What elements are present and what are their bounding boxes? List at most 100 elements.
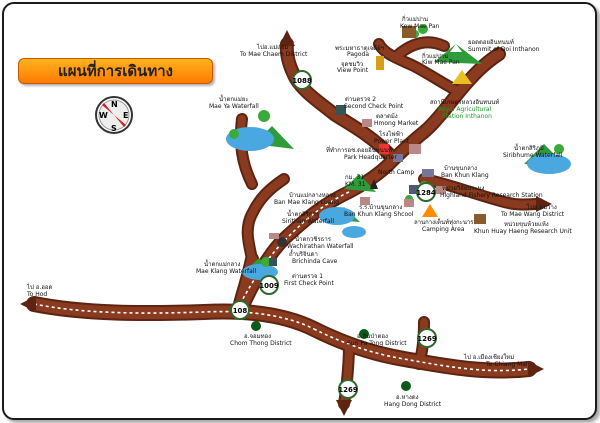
label-km31-th: กม. 31	[345, 174, 364, 181]
label-park-hq-th: ที่ทำการอช.ดอยอินทนนท์	[326, 146, 392, 154]
house-icon	[336, 105, 346, 115]
house-icon	[393, 154, 403, 162]
compass-w: W	[99, 111, 108, 120]
label-view-point-en: View Point	[337, 67, 369, 74]
house-icon	[474, 214, 486, 224]
label-view-point-th: จุดชมวิว	[341, 61, 363, 68]
label-pagoda-en: Pagoda	[347, 51, 369, 58]
sirithan-waterfall-icon	[319, 207, 355, 225]
waterfalls	[226, 127, 571, 280]
house-icon	[422, 169, 434, 177]
label-hae-heang-th: หน่วยขุนห้วยแห้ง	[504, 221, 549, 228]
compass-e: E	[123, 111, 128, 120]
label-km31-en: KM. 31	[345, 181, 366, 188]
tree-icon	[229, 129, 239, 139]
house-icon	[409, 144, 421, 154]
label-checkpoint1-en: First Check Point	[284, 280, 334, 287]
label-to-mae-wang-en: To Mae Wang District	[500, 211, 565, 218]
district-sun-pa-tong-icon	[359, 329, 369, 339]
label-camping-th: ลานกางเต็นท์ทุ่งกะนาร	[414, 217, 474, 226]
label-wachirathan-en: Wachirathan Waterfall	[287, 243, 354, 250]
label-checkpoint2-en: Second Check Point	[344, 103, 404, 110]
direction-arrows	[20, 30, 552, 416]
label-ban-khun-klang-en: Ban Khun Klang	[441, 172, 489, 179]
label-hmong-market-en: Hmong Market	[374, 120, 419, 127]
district-dots	[251, 321, 411, 391]
compass: N S E W	[95, 96, 133, 134]
compass-s: S	[111, 124, 117, 133]
road-badge-1088: 1088	[292, 70, 312, 90]
label-power-plant-en: Power Plant	[374, 138, 410, 145]
svg-text:1088: 1088	[292, 77, 312, 85]
label-brichinda-en: Brichinda Cave	[292, 258, 338, 265]
road-badge-108: 108	[230, 300, 250, 320]
road-badge-1284: 1284	[416, 182, 436, 202]
label-mae-klang-en: Mae Klang Waterfall	[196, 268, 256, 275]
sirphum-waterfall-icon	[527, 154, 571, 174]
compass-n: N	[111, 100, 118, 109]
district-hang-dong-icon	[401, 381, 411, 391]
wachirathan-waterfall-icon	[342, 226, 366, 238]
label-ban-khun-klang-th: บ้านขุนกลาง	[444, 165, 477, 172]
label-hmong-market-th: ตลาดม้ง	[376, 113, 398, 120]
label-to-chiang-mai-en: To Chiang Mai	[485, 361, 528, 368]
label-summit-en: Summit of Doi Inthanon	[468, 46, 540, 53]
label-mae-ya-th: น้ำตกแม่ยะ	[219, 93, 249, 103]
buildings	[269, 26, 486, 266]
label-checkpoint1-th: ด่านตรวจ 1	[292, 273, 323, 280]
label-summit-th: ยอดดอยอินทนนท์	[468, 38, 514, 46]
label-park-hq-en: Park Headquarter	[344, 154, 397, 161]
svg-text:1269: 1269	[417, 335, 437, 343]
label-wachirathan-th: น้ำตกวชิรธาร	[295, 233, 332, 243]
map-labels: ไปอ.แม่แจ่ม To Mae Chaem District กิ่วแม…	[26, 15, 572, 408]
label-royal-station-th: สถานีเกษตรหลวงอินทนนท์	[430, 98, 499, 106]
label-sun-pa-tong-en: Sun Pa Tong District	[347, 340, 407, 347]
summit-mountain-icon	[434, 44, 482, 64]
label-north-camp: North Camp	[378, 169, 414, 176]
mountain-icon	[344, 174, 376, 192]
house-icon	[362, 119, 372, 127]
road-badges: 1088 1284 1009 108 1269 1269	[230, 70, 437, 399]
label-school-en: Ban Khun Klang Shcool	[344, 211, 414, 218]
label-mae-chaem-en: To Mae Chaem District	[239, 51, 308, 58]
label-sirithan-th: น้ำตกสิริธาร	[287, 208, 320, 218]
label-to-hod-th: ไป อ.ฮอด	[26, 283, 53, 291]
tree-icon	[418, 24, 428, 34]
map-title-badge: แผนที่การเดินทาง	[18, 58, 213, 84]
cave-icon	[277, 237, 287, 247]
royal-project-icon	[452, 70, 472, 84]
label-ban-mae-klang-luang-th: บ้านแม่กลางหลวง	[289, 192, 336, 199]
label-to-chiang-mai-th: ไป อ.เมืองเชียงใหม่	[463, 353, 514, 361]
svg-text:1269: 1269	[338, 386, 358, 394]
label-pagoda-th: พระมหาธาตุเจดีย์ฯ	[335, 44, 384, 52]
house-icon	[269, 233, 279, 239]
route-map: N S E W 1088 1284 1009 108 1269 1269 ไปอ…	[20, 15, 572, 416]
house-icon	[404, 199, 414, 207]
label-fishery-th: หน่วยวิจัยประมง	[442, 185, 485, 192]
tree-icon	[554, 144, 564, 154]
label-royal-station-en2: Station Inthanon	[442, 113, 492, 120]
label-mae-chaem-th: ไปอ.แม่แจ่ม	[256, 43, 289, 51]
svg-text:1284: 1284	[416, 189, 436, 197]
label-power-plant-th: โรงไฟฟ้า	[379, 130, 403, 138]
label-hang-dong-th: อ.หางดง	[396, 394, 419, 401]
label-mae-ya-en: Mae Ya Waterfall	[209, 103, 259, 110]
label-kiw-mae-pan-en: Kiw Mae Pan	[422, 59, 460, 66]
house-icon	[402, 26, 416, 38]
label-kew-mae-pan-en: Kew Mae Pan	[400, 23, 440, 30]
label-checkpoint2-th: ด่านตรวจ 2	[345, 96, 376, 103]
road-badge-1009: 1009	[259, 275, 279, 295]
house-icon	[360, 197, 370, 205]
label-brichinda-th: ถ้ำบริจินดา	[289, 248, 318, 258]
label-sirphum-en: Siribhume Waterfall	[503, 152, 563, 159]
label-kew-mae-pan-th: กิ่วแม่ปาน	[402, 15, 428, 23]
svg-text:1009: 1009	[259, 282, 279, 290]
label-to-hod-en: To Hod	[26, 291, 47, 298]
label-kiw-mae-pan-th: กิ่วแม่ปาน	[422, 52, 448, 60]
label-hae-heang-en: Khun Huay Haeng Research Unit	[474, 228, 572, 235]
label-chom-thong-th: อ.จอมทอง	[244, 333, 271, 340]
label-to-mae-wang-th: ไปอ.แม่วาง	[526, 203, 557, 211]
monument-icon	[370, 179, 378, 189]
label-school-th: ร.ร.บ้านขุนกลาง	[359, 204, 402, 211]
arrow-down-icon	[336, 400, 352, 416]
